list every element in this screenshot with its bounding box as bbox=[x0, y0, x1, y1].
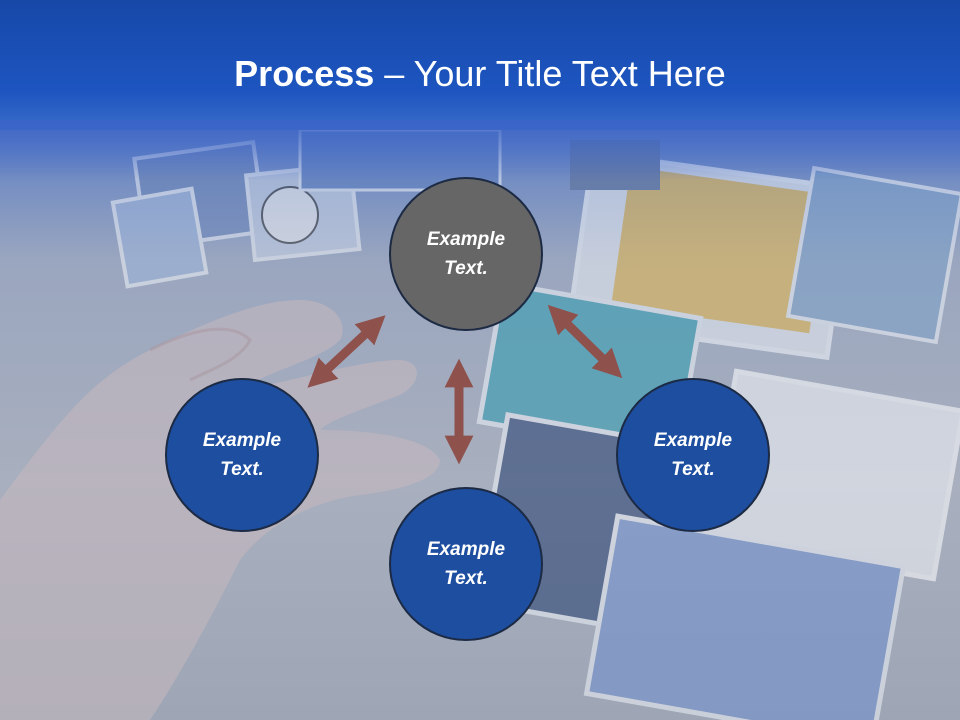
node-top-label: Example Text. bbox=[426, 229, 506, 279]
node-right-label: Example Text. bbox=[653, 430, 733, 480]
node-left: Example Text. bbox=[165, 378, 319, 532]
arrow-top-left bbox=[307, 315, 386, 388]
title-bar bbox=[0, 0, 960, 130]
node-left-label: Example Text. bbox=[202, 430, 282, 480]
title-bold: Process bbox=[234, 53, 375, 94]
node-bottom: Example Text. bbox=[389, 487, 543, 641]
node-bottom-label: Example Text. bbox=[426, 539, 506, 589]
arrow-top-right bbox=[547, 304, 623, 379]
node-right: Example Text. bbox=[616, 378, 770, 532]
title-rest: Your Title Text Here bbox=[413, 53, 726, 94]
slide-title: Process – Your Title Text Here bbox=[0, 52, 960, 96]
title-bar-fade bbox=[0, 120, 960, 180]
title-dash: – bbox=[374, 53, 414, 94]
node-top: Example Text. bbox=[389, 177, 543, 331]
